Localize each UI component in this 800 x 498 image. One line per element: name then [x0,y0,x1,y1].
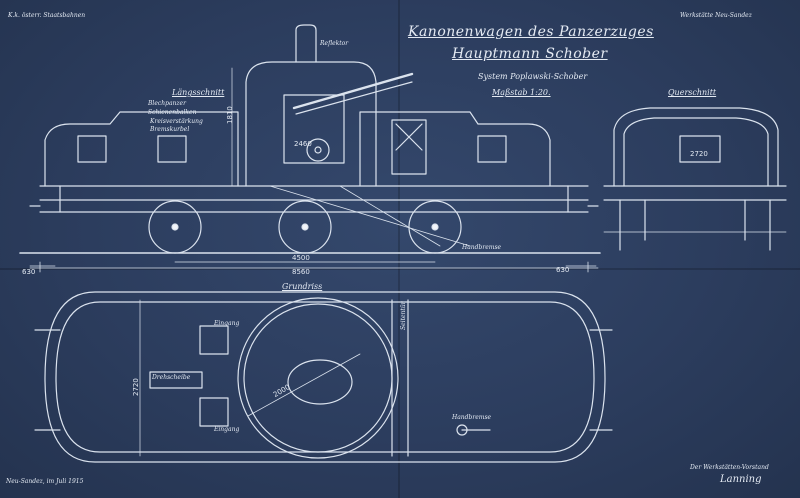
drawing-subtitle: Hauptmann Schober [452,46,608,62]
plan-hand-brake-label: Handbremse [452,414,492,421]
place-date: Neu-Sandez, im Juli 1915 [6,478,84,485]
pivot-label: Drehscheibe [152,374,191,381]
armor-label: Blechpanzer [148,100,186,107]
hand-brake-label: Handbremse [462,244,502,251]
periscope-label: Reflektor [320,40,349,47]
workshop-label: Werkstätte Neu-Sandez [680,12,752,19]
scale-label: Maßstab 1:20. [492,88,551,97]
plan-view-title: Grundriss [282,282,323,291]
signature: Lanning [720,474,762,485]
entrance-label-bottom: Eingang [214,426,240,433]
brake-label: Bremskurbel [150,126,190,133]
plan-width-dim: 2720 [132,378,140,396]
fold-crease-horizontal [0,268,800,270]
system-label: System Poplawski-Schober [478,72,588,81]
longitudinal-section-view [19,24,601,273]
entrance-label-top: Eingang [214,320,240,327]
signature-label: Der Werkstätten-Vorstand [690,464,769,471]
overall-length-dim: 8560 [292,268,310,276]
plan-view [34,291,613,463]
wheelbase-dim: 4500 [292,254,310,262]
railway-label: K.k. österr. Staatsbahnen [8,12,86,19]
fold-crease-vertical [398,0,400,498]
cross-width-dim: 2720 [690,150,708,158]
cross-section-title: Querschnitt [668,88,717,97]
tower-width-dim: 2460 [294,140,312,148]
rim-label: Kreisverstärkung [150,118,203,125]
cross-section-view [603,107,787,251]
height-dim: 1810 [226,106,234,124]
overhang-right-dim: 630 [556,266,570,274]
overhang-left-dim: 630 [22,268,36,276]
beams-label: Schienenbalken [148,109,197,116]
section-view-title: Längsschnitt [172,88,225,97]
drawing-title: Kanonenwagen des Panzerzuges [408,24,654,40]
side-door-label: Seitentür [400,301,407,330]
